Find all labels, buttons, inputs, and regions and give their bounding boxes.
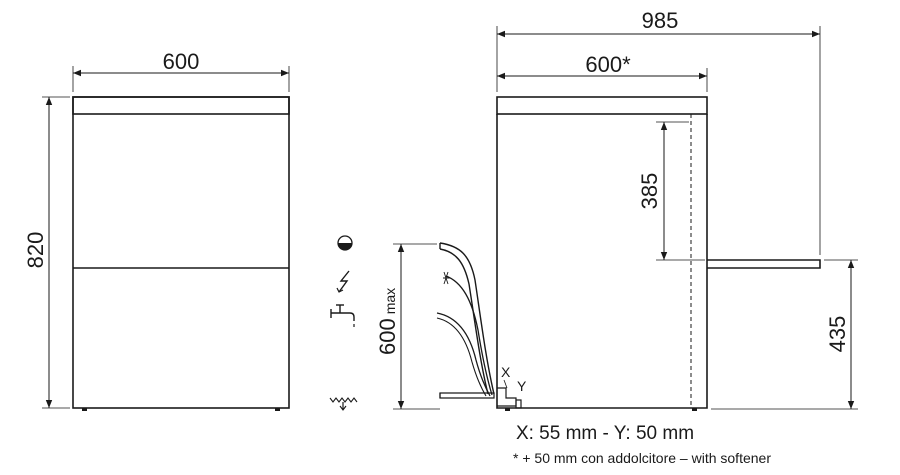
front-height-label: 820 [23,232,48,269]
front-width-label: 600 [163,49,200,74]
open-door [707,259,821,269]
connection-height-label: 600max [375,288,400,355]
total-depth-label: 985 [642,8,679,33]
drain-hose [439,242,495,395]
connection-height-dimension: 600max [375,243,440,410]
front-foot-left [82,408,87,411]
front-lid [72,96,290,115]
power-cable [445,275,493,396]
electric-icon [336,270,350,293]
water-hose [436,312,491,397]
connection-icons [329,235,358,411]
softener-note: * + 50 mm con addolcitore – with softene… [513,450,771,466]
front-view: 600 820 [23,49,290,411]
side-view: X Y 985 600* 385 435 [496,8,858,411]
xy-offsets-note: X: 55 mm - Y: 50 mm [516,423,694,444]
drain-level-icon [337,235,353,251]
door-floor-label: 435 [825,316,850,353]
x-marker: X [501,364,511,380]
floor-drain-icon [329,397,358,411]
front-foot-right [275,408,280,411]
body-depth-label: 600* [585,52,631,77]
water-tap-icon [330,304,355,327]
front-body [72,96,290,409]
side-lid [496,96,708,115]
door-height-label: 385 [637,173,662,210]
hoses [436,242,495,399]
y-marker: Y [517,378,527,394]
side-body [496,114,708,409]
